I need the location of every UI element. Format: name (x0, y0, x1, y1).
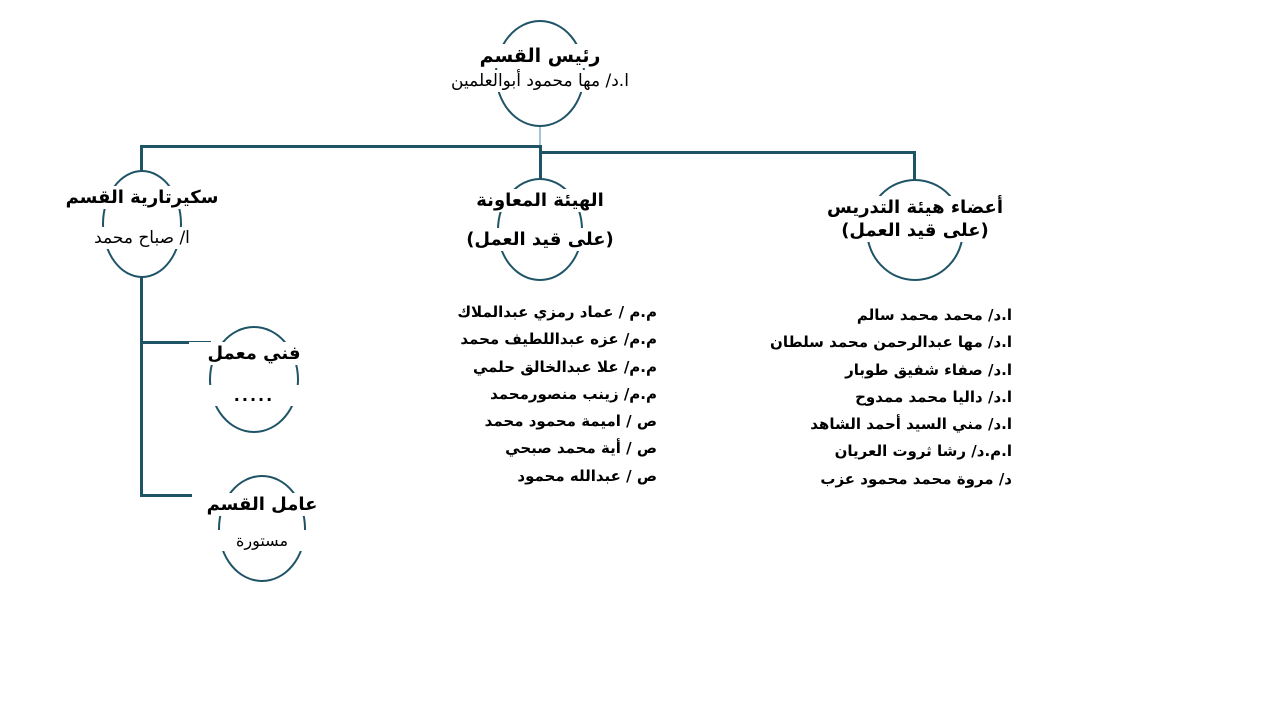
faculty-title: أعضاء هيئة التدريس (805, 196, 1025, 219)
secretariat-name: ا/ صباح محمد (42, 227, 242, 249)
faculty-label: أعضاء هيئة التدريس (على قيد العمل) (805, 196, 1025, 242)
secretariat-label: سكيرتارية القسم ا/ صباح محمد (42, 186, 242, 249)
head-name: ا.د/ مها محمود أبوالعلمين (425, 70, 655, 92)
member-name: ا.م.د/ رشا ثروت العريان (834, 442, 1012, 461)
connector-branch-lab-tech (140, 341, 211, 344)
member-name: م.م/ علا عبدالخالق حلمي (472, 357, 657, 376)
member-name: م.م / عماد رمزي عبدالملاك (457, 303, 657, 321)
connector-head-down-stub (539, 127, 541, 147)
secretariat-title: سكيرتارية القسم (42, 186, 242, 209)
worker-name: مستورة (192, 530, 332, 551)
head-title: رئيس القسم (425, 44, 655, 68)
assisting-title: الهيئة المعاونة (445, 189, 635, 212)
node-worker (218, 475, 306, 582)
worker-label: عامل القسم مستورة (192, 493, 332, 551)
member-name: ص / أية محمد صبحي (505, 439, 657, 458)
member-name: م.م/ زينب منصورمحمد (490, 384, 657, 403)
connector-branch-worker (140, 494, 222, 497)
lab-tech-label: فني معمل ..... (189, 342, 319, 406)
lab-tech-ellipse (209, 326, 299, 433)
connector-drop-secretariat (140, 145, 143, 172)
member-name: ص / اميمة محمود محمد (484, 412, 657, 431)
worker-title: عامل القسم (192, 493, 332, 516)
member-name: ص / عبدالله محمود (517, 466, 657, 485)
member-name: م.م/ عزه عبداللطيف محمد (460, 330, 657, 349)
member-name: ا.د/ صفاء شفيق طوبار (845, 360, 1012, 379)
faculty-status: (على قيد العمل) (805, 219, 1025, 242)
connector-drop-faculty (913, 151, 916, 181)
connector-horizontal-right (540, 151, 915, 154)
faculty-members-list: ا.د/ محمد محمد سالم ا.د/ مها عبدالرحمن مح… (762, 302, 1012, 493)
node-lab-tech (209, 326, 299, 433)
connector-secretariat-subtree (140, 276, 143, 497)
head-label: رئيس القسم ا.د/ مها محمود أبوالعلمين (425, 44, 655, 92)
node-secretariat (102, 170, 182, 278)
member-name: ا.د/ مني السيد أحمد الشاهد (810, 415, 1012, 434)
member-name: د/ مروة محمد محمود عزب (820, 469, 1012, 488)
lab-tech-title: فني معمل (189, 342, 319, 365)
secretariat-ellipse (102, 170, 182, 278)
member-name: ا.د/ محمد محمد سالم (856, 306, 1012, 324)
member-name: ا.د/ مها عبدالرحمن محمد سلطان (770, 333, 1012, 352)
assisting-label: الهيئة المعاونة (على قيد العمل) (445, 189, 635, 251)
member-name: ا.د/ داليا محمد ممدوح (855, 387, 1012, 406)
connector-horizontal-left (140, 145, 542, 148)
connector-drop-assisting (539, 145, 542, 180)
assisting-status: (على قيد العمل) (445, 228, 635, 251)
lab-tech-name: ..... (189, 385, 319, 406)
worker-ellipse (218, 475, 306, 582)
assisting-members-list: م.م / عماد رمزي عبدالملاك م.م/ عزه عبدالل… (407, 299, 657, 490)
